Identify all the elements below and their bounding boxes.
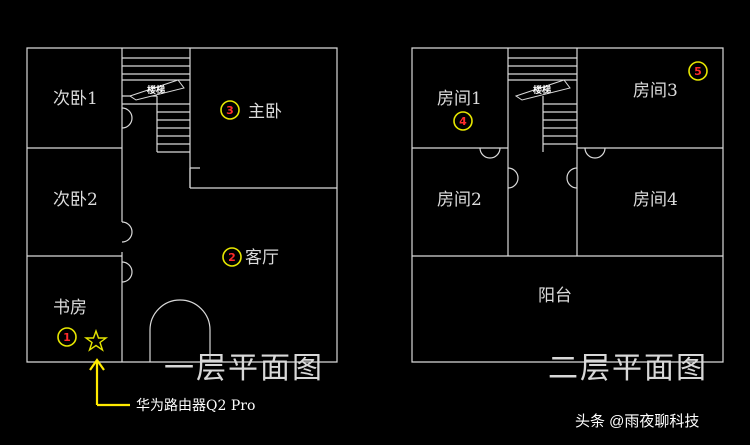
marker-1: 1 [57, 327, 77, 347]
router-star-icon [83, 328, 109, 352]
svg-text:4: 4 [459, 115, 467, 128]
floor1-plan: 楼梯 次卧1 次卧2 书房 主卧 客厅 1 2 3 一层平面图 [26, 47, 338, 386]
marker-5: 5 [688, 61, 708, 81]
floor1-entrance-arch [149, 299, 211, 331]
floor2-stairs-label: 楼梯 [533, 84, 551, 96]
router-callout: 华为路由器Q2 Pro [89, 358, 255, 414]
marker-4: 4 [453, 111, 473, 131]
svg-text:1: 1 [63, 331, 71, 344]
room-label-bedroom2-1: 次卧1 [53, 89, 98, 109]
floor1-stairs: 楼梯 [122, 48, 191, 188]
floor1-title: 一层平面图 [164, 351, 324, 386]
svg-text:3: 3 [226, 104, 234, 117]
floor2-title: 二层平面图 [548, 351, 708, 386]
floor2-stairs: 楼梯 [508, 57, 577, 152]
room-label-study: 书房 [53, 298, 87, 318]
room-label-room4: 房间4 [633, 190, 678, 210]
router-label: 华为路由器Q2 Pro [136, 398, 255, 414]
svg-text:5: 5 [694, 65, 702, 78]
room-label-room3: 房间3 [633, 81, 678, 101]
marker-3: 3 [220, 100, 240, 120]
floor1-stairs-label: 楼梯 [147, 84, 165, 96]
room-label-room2: 房间2 [437, 190, 482, 210]
floor1-master-door [189, 167, 200, 188]
room-label-room1: 房间1 [437, 89, 482, 109]
watermark: 头条 @雨夜聊科技 [575, 413, 699, 430]
svg-text:2: 2 [228, 251, 236, 264]
floor1-door-arc-1 [121, 107, 133, 129]
floor2-plan: 楼梯 房间1 房间2 房间3 房间4 阳台 4 5 二层平面图 [411, 47, 724, 386]
room-label-master: 主卧 [248, 102, 282, 122]
floor1-door-arc-3 [121, 261, 133, 283]
floor1-door-arc-2 [121, 221, 133, 243]
floor1-outer-wall [26, 47, 338, 363]
marker-2: 2 [222, 247, 242, 267]
floor2-outer-wall [411, 47, 724, 363]
room-label-bedroom2-2: 次卧2 [53, 190, 98, 210]
room-label-living: 客厅 [245, 248, 279, 268]
room-label-balcony: 阳台 [538, 286, 572, 306]
router-arrow-head-icon [89, 358, 105, 371]
